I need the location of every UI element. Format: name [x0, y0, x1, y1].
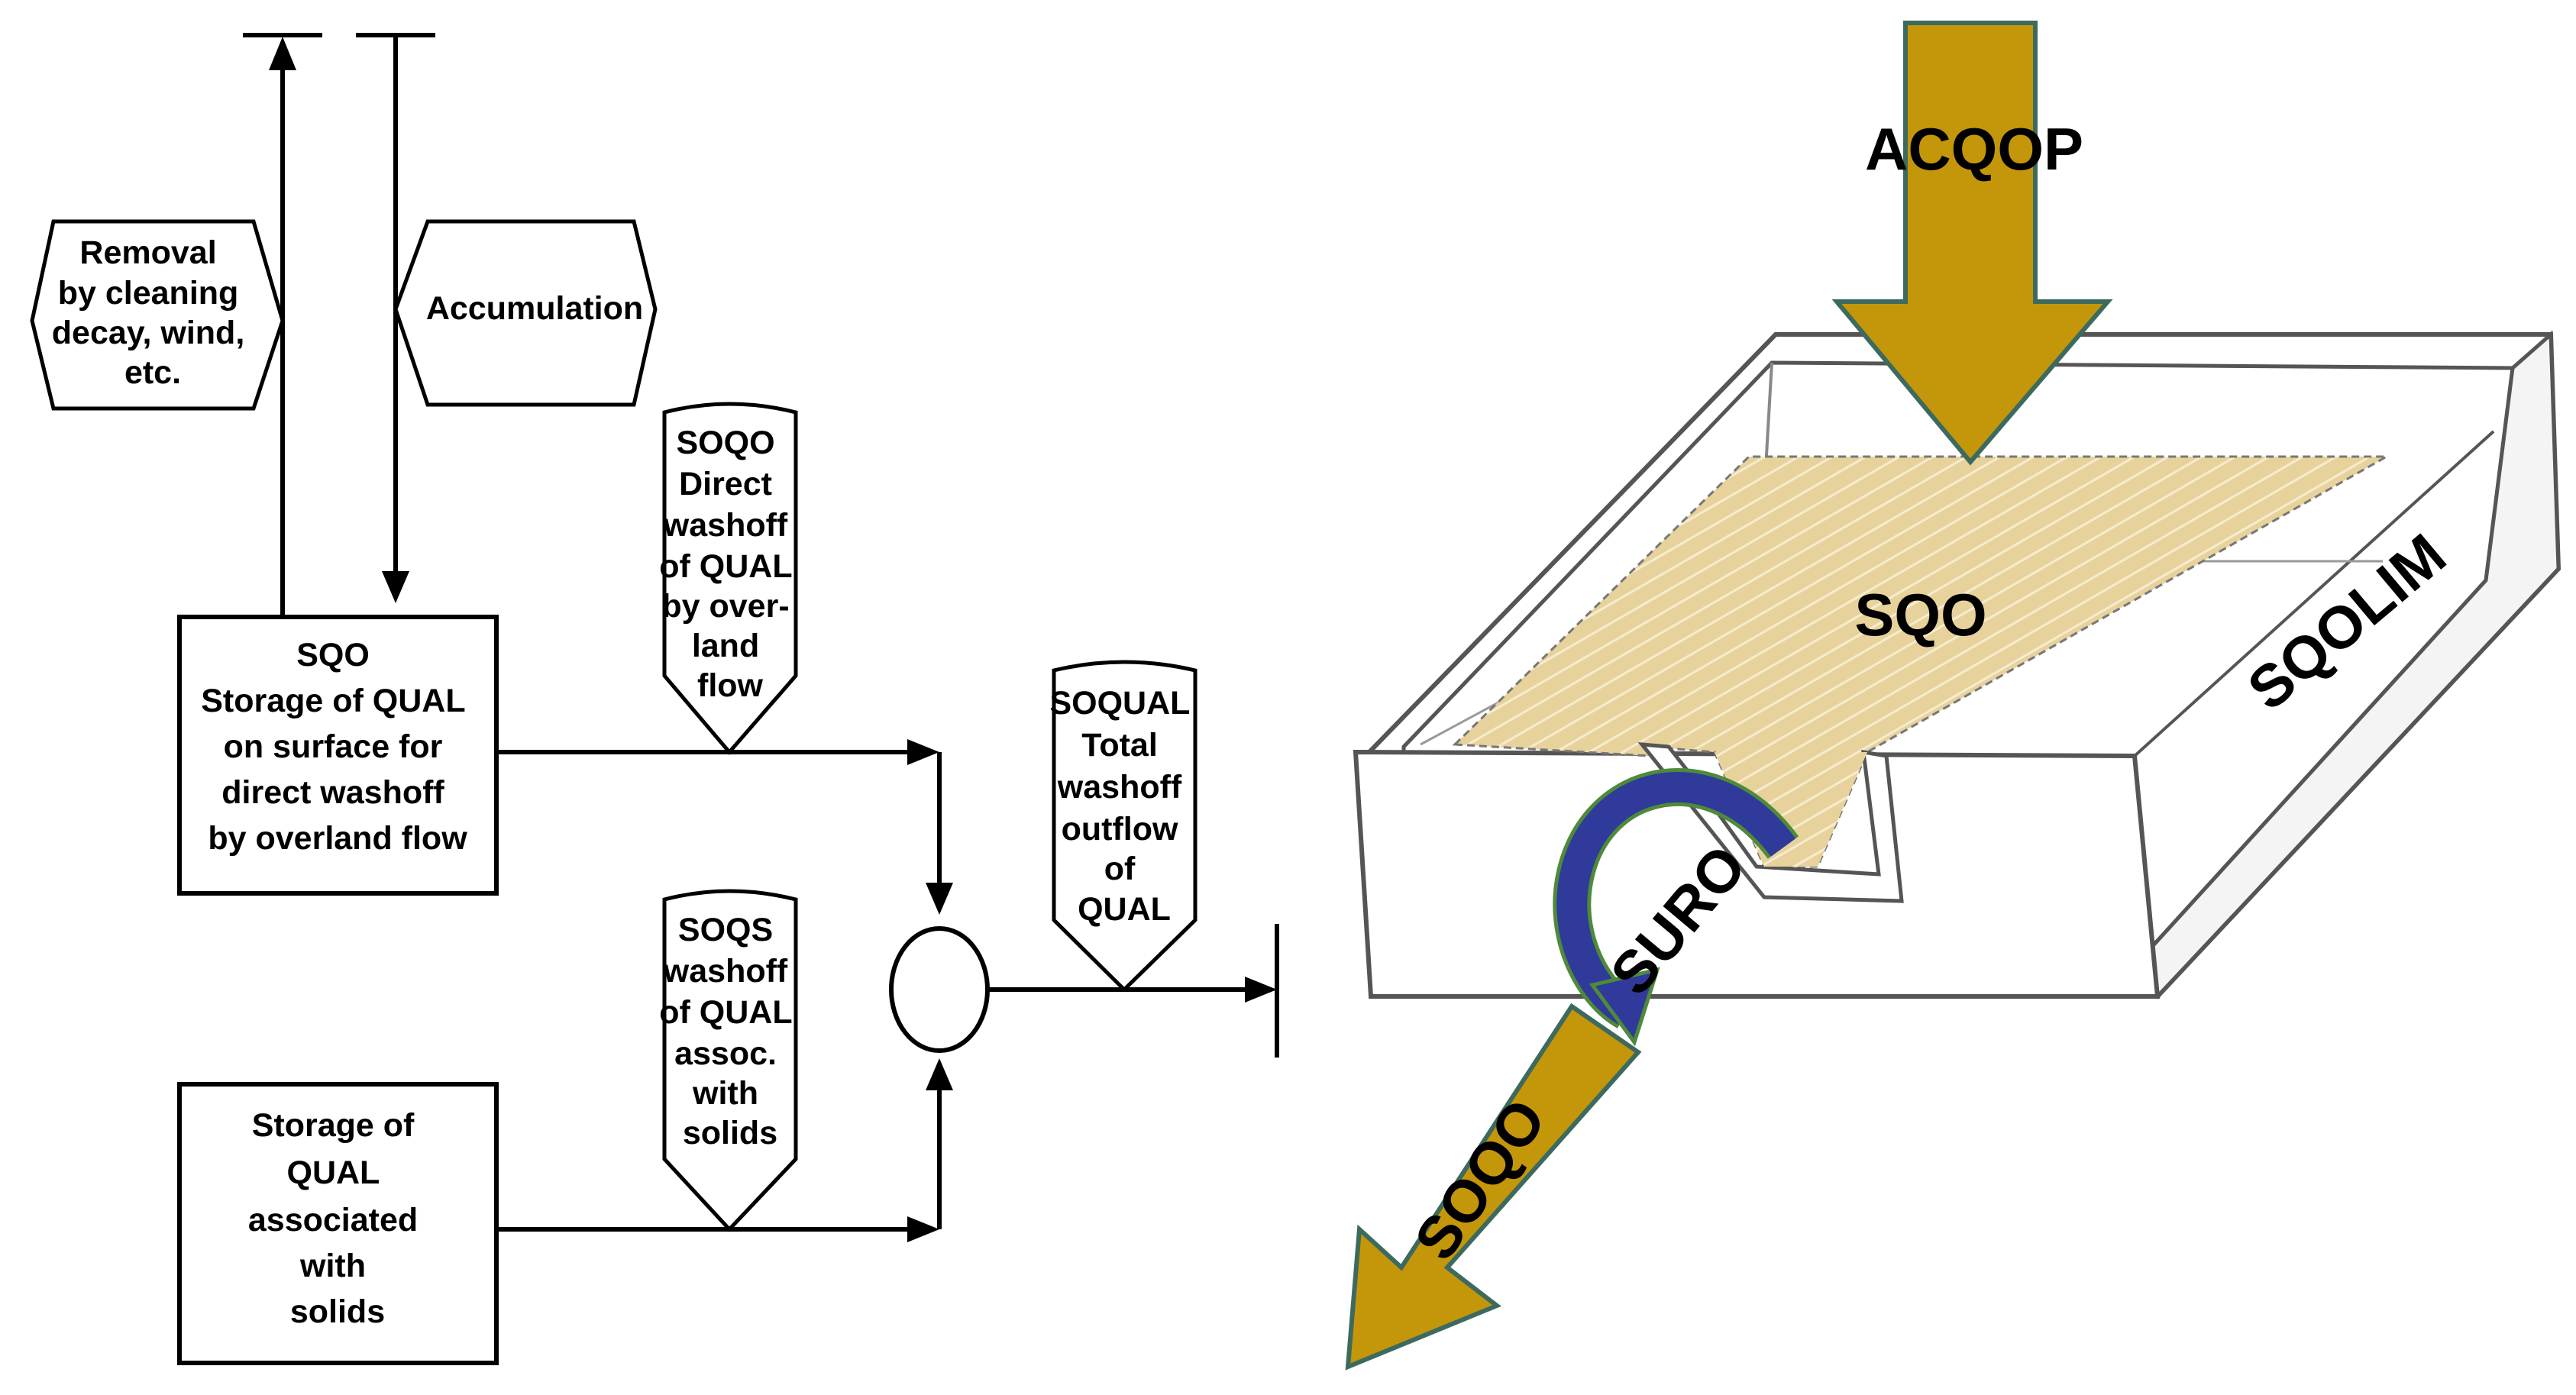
storage-illustration: ACQOP SOQO SQO SQOLIM SURO: [1345, 21, 2561, 1371]
overflow-notch: [1637, 742, 1904, 903]
solids-storage-box: Storage of QUAL associated with solids: [177, 1082, 499, 1365]
removal-flow-line: [243, 33, 322, 615]
soqs-tag: SOQS washoff of QUAL assoc. with solids: [659, 889, 801, 1232]
solids-storage-text: Storage of QUAL associated with solids: [248, 1107, 427, 1330]
acqop-label: ACQOP: [1865, 115, 2083, 182]
sqo-storage-box: SQO Storage of QUAL on surface for direc…: [177, 615, 499, 896]
accumulation-text: Accumulation: [426, 290, 643, 327]
soqs-tag-text: SOQS washoff of QUAL assoc. with solids: [659, 912, 801, 1151]
soqual-tag: SOQUAL Total washoff outflow of QUAL: [1049, 660, 1198, 993]
suro-arrow: [1553, 768, 1799, 1047]
soqo-tag: SOQO Direct washoff of QUAL by over- lan…: [659, 402, 801, 755]
soqs-flow-line: [496, 1058, 953, 1242]
soqual-tag-text: SOQUAL Total washoff outflow of QUAL: [1049, 685, 1198, 928]
accumulation-node: Accumulation: [393, 219, 658, 407]
removal-node: Removal by cleaning decay, wind, etc.: [30, 219, 285, 411]
sqo-storage-text: SQO Storage of QUAL on surface for direc…: [201, 637, 474, 857]
soqo-outflow-arrow: SOQO: [1345, 1003, 1642, 1371]
acqop-arrow: ACQOP: [1831, 21, 2113, 466]
removal-text: Removal by cleaning decay, wind, etc.: [52, 234, 254, 391]
sqo-label: SQO: [1854, 581, 1986, 648]
soqo-tag-text: SOQO Direct washoff of QUAL by over- lan…: [659, 425, 801, 704]
soqo-flow-line: [496, 739, 953, 915]
soqo-outflow-label: SOQO: [1401, 1087, 1559, 1271]
flowchart: Removal by cleaning decay, wind, etc. Ac…: [30, 33, 1279, 1365]
junction-node: [889, 926, 990, 1053]
